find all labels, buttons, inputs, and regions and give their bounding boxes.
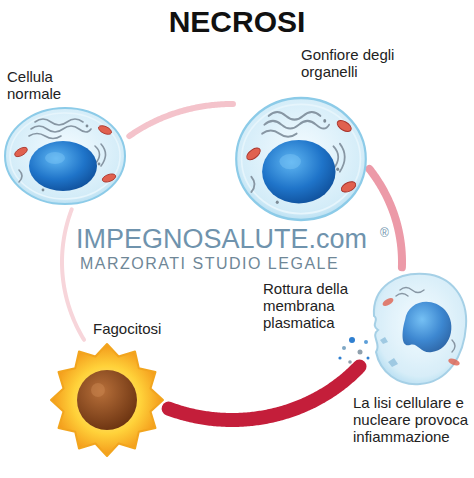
- stage-label: Gonfiore degli organelli: [300, 46, 410, 80]
- registered-mark: ®: [380, 226, 389, 240]
- cell-stage: Gonfiore degli organelli: [235, 95, 367, 223]
- diagram-title: NECROSI: [0, 4, 474, 40]
- stage-label: Cellula normale: [6, 68, 90, 102]
- normal-cell: [5, 108, 125, 204]
- watermark-subtitle: MARZORATI STUDIO LEGALE: [80, 255, 339, 273]
- stage-connector: [129, 104, 233, 136]
- cell-stage: Cellula normale: [3, 105, 127, 207]
- stage-label: Fagocitosi: [92, 320, 170, 337]
- stage-label: Rottura della membrana plasmatica: [262, 280, 364, 331]
- phagocyte: [51, 344, 163, 456]
- cell-stage: Fagocitosi: [48, 343, 166, 458]
- stage-connector: [369, 169, 402, 267]
- cell-stage: Rottura della membrana plasmaticaLa lisi…: [362, 270, 470, 388]
- stage-connector: [169, 366, 360, 420]
- stage-label: La lisi cellulare e nucleare provoca inf…: [352, 394, 472, 445]
- swollen-cell: [236, 98, 366, 220]
- watermark-text: IMPEGNOSALUTE.com: [76, 224, 367, 254]
